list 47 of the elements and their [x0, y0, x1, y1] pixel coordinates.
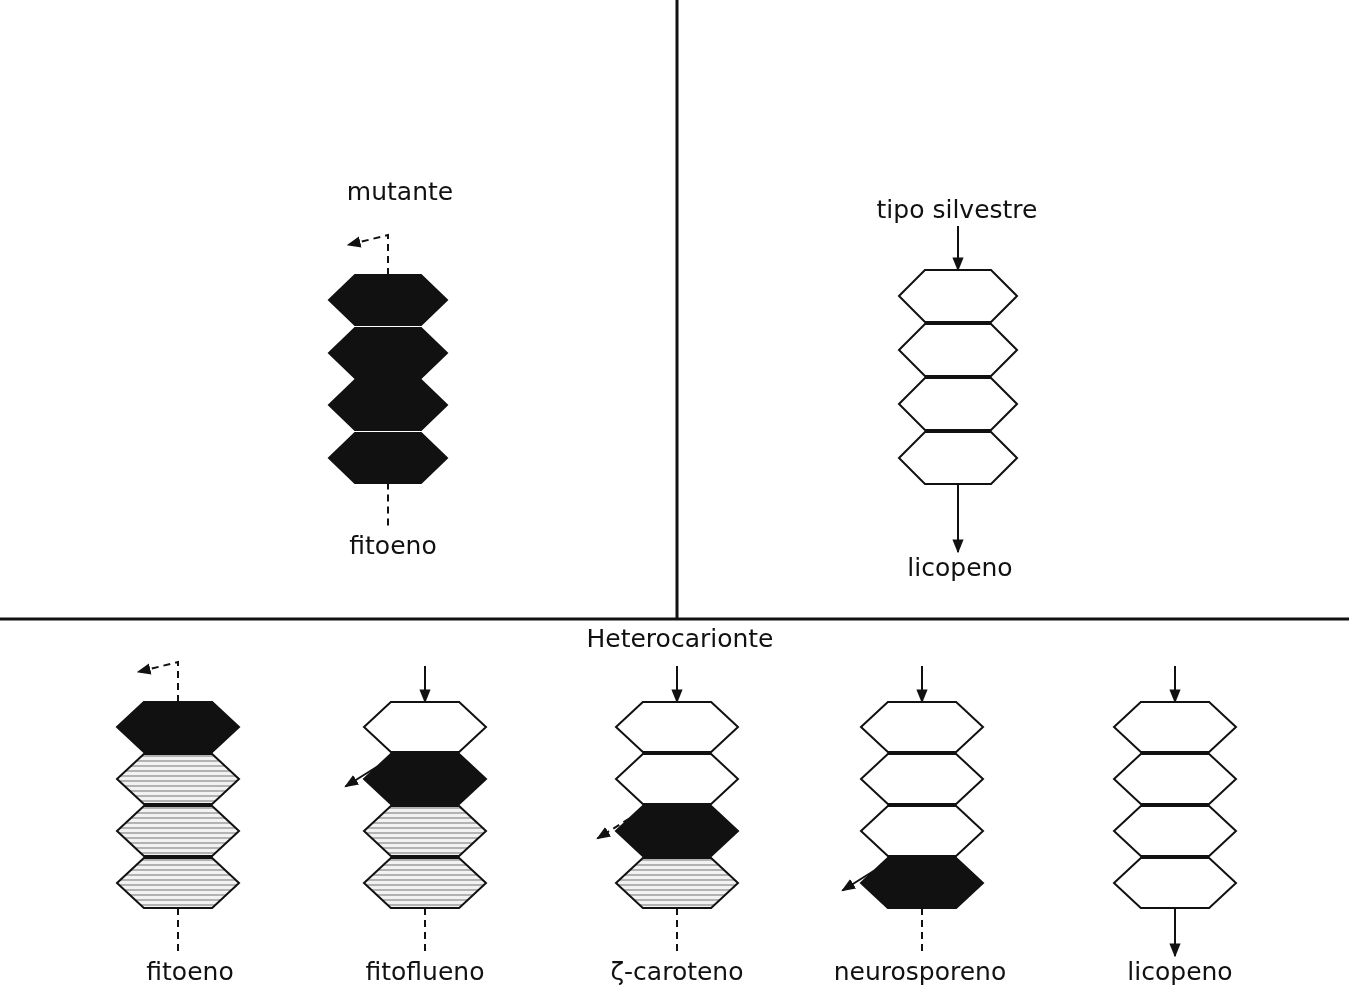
product-label: ζ-caroteno — [610, 956, 744, 988]
product-label: tipo silvestre — [876, 194, 1038, 226]
hexagon-unit — [899, 270, 1017, 322]
arrow — [136, 660, 179, 703]
hexagon-unit — [616, 754, 738, 804]
arrow — [916, 665, 928, 704]
hexagon-unit — [616, 806, 738, 856]
hexagon-unit — [1114, 806, 1236, 856]
hexagon-unit — [117, 754, 239, 804]
arrow — [1169, 907, 1181, 958]
hexagon-unit — [861, 858, 983, 908]
hexagon-unit — [117, 858, 239, 908]
hexagon-unit — [329, 275, 447, 325]
hexagon-unit — [899, 432, 1017, 484]
product-label: neurosporeno — [833, 956, 1007, 988]
arrow — [1169, 665, 1181, 704]
hexagon-unit — [616, 858, 738, 908]
hexagon-unit — [364, 702, 486, 752]
hexagon-unit — [899, 378, 1017, 430]
hexagon-unit — [364, 858, 486, 908]
hexagon-unit — [329, 432, 447, 483]
arrow — [952, 225, 964, 272]
panel-heading: mutante — [346, 176, 454, 208]
product-label: fitoflueno — [365, 956, 485, 988]
hexagon-unit — [1114, 858, 1236, 908]
product-label: licopeno — [1127, 956, 1233, 988]
arrow — [346, 233, 389, 276]
hexagon-unit — [861, 806, 983, 856]
hexagon-unit — [117, 702, 239, 752]
panel-heading: Heterocarionte — [586, 623, 774, 655]
hexagon-unit — [899, 324, 1017, 376]
hexagon-unit — [364, 806, 486, 856]
product-label: fitoeno — [349, 530, 437, 562]
product-label: fitoeno — [146, 956, 234, 988]
hexagon-unit — [1114, 754, 1236, 804]
hexagon-unit — [1114, 702, 1236, 752]
hexagon-unit — [117, 806, 239, 856]
hexagon-unit — [861, 754, 983, 804]
hexagon-unit — [861, 702, 983, 752]
arrow — [419, 665, 431, 704]
hexagon-unit — [329, 327, 447, 378]
hexagon-unit — [364, 754, 486, 804]
product-label: licopeno — [907, 552, 1013, 584]
hexagon-unit — [616, 702, 738, 752]
arrow — [952, 483, 964, 554]
arrow — [671, 665, 683, 704]
hexagon-unit — [329, 380, 447, 430]
